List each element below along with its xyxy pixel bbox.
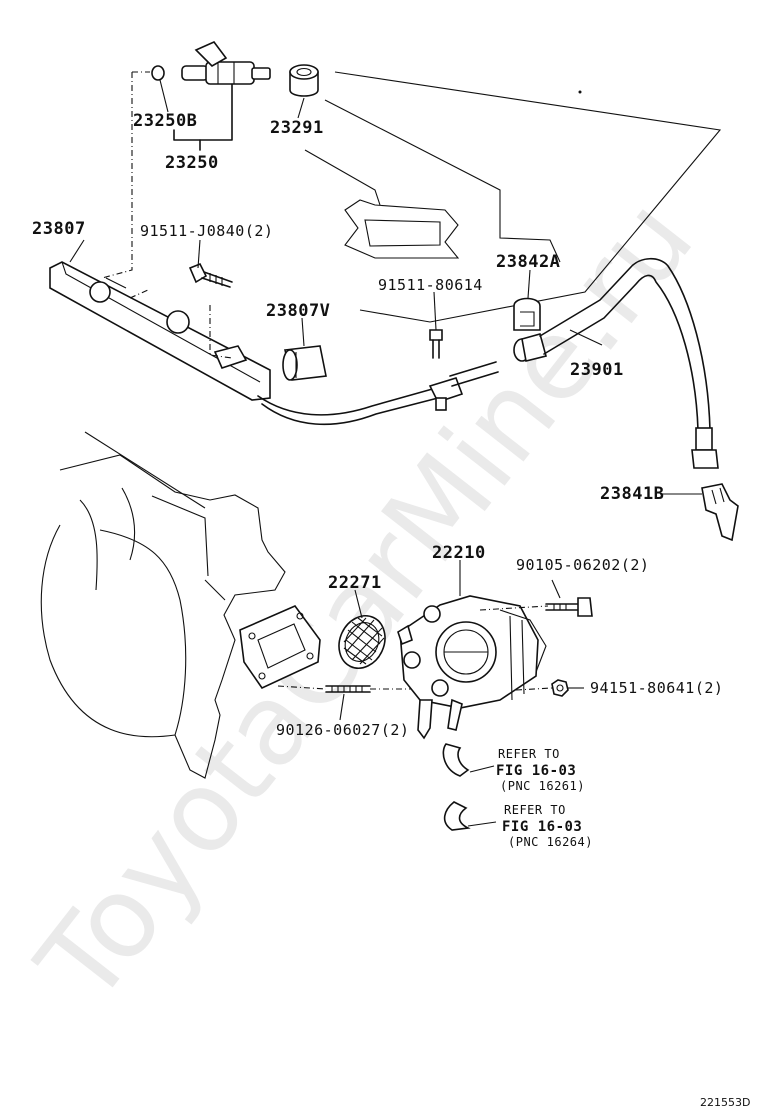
nut-94151-80641 <box>551 679 569 697</box>
intake-manifold <box>40 431 286 779</box>
diagram-code: 221553D <box>700 1096 750 1109</box>
label-23250: 23250 <box>165 153 219 173</box>
ref1-line2: FIG 16-03 <box>496 763 576 779</box>
connector-23841B <box>701 483 739 542</box>
part-labels: 23250B 23250 23291 23807 91511-J0840(2) … <box>32 111 723 739</box>
o-ring-23250B <box>151 65 165 81</box>
label-23807: 23807 <box>32 219 86 239</box>
label-23291: 23291 <box>270 118 324 138</box>
ref1-line3: (PNC 16261) <box>500 779 585 793</box>
ref1-line1: REFER TO <box>498 747 560 761</box>
grommet-23807V <box>282 345 327 381</box>
ref2-line1: REFER TO <box>504 803 566 817</box>
label-23901: 23901 <box>570 360 624 380</box>
label-23841B: 23841B <box>600 484 664 504</box>
label-22210: 22210 <box>432 543 486 563</box>
label-23842A: 23842A <box>496 252 560 272</box>
vacuum-hose-2 <box>443 801 471 831</box>
fuel-injector <box>151 41 271 85</box>
leader-lines <box>69 79 702 827</box>
reference-note-2: REFER TO FIG 16-03 (PNC 16264) <box>502 803 593 849</box>
label-91511-80614: 91511-80614 <box>378 276 483 294</box>
label-23807V: 23807V <box>266 301 330 321</box>
throttle-flange <box>239 605 321 690</box>
stray-dot <box>578 90 582 94</box>
bolt-91511-J0840 <box>188 262 233 288</box>
fuel-hose-23901 <box>513 257 719 469</box>
label-90126-06027: 90126-06027(2) <box>276 721 409 739</box>
insulator-23291 <box>289 64 319 97</box>
label-91511-J0840: 91511-J0840(2) <box>140 222 273 240</box>
fuel-delivery-pipe <box>49 261 271 401</box>
clamp-23842A <box>513 297 541 331</box>
cylinder-head-outline <box>304 71 722 323</box>
ref2-line3: (PNC 16264) <box>508 835 593 849</box>
label-94151-80641: 94151-80641(2) <box>590 679 723 697</box>
stud-90126-06027 <box>325 685 371 693</box>
ref2-line2: FIG 16-03 <box>502 819 582 835</box>
bolt-90105-06202 <box>545 597 593 617</box>
vacuum-hose-1 <box>442 743 470 777</box>
throttle-body-22210 <box>397 595 547 740</box>
gasket-22271 <box>338 615 386 669</box>
label-22271: 22271 <box>328 573 382 593</box>
bolt-91511-80614 <box>429 329 443 359</box>
label-23250B: 23250B <box>133 111 197 131</box>
reference-note-1: REFER TO FIG 16-03 (PNC 16261) <box>496 747 585 793</box>
label-90105-06202: 90105-06202(2) <box>516 556 649 574</box>
